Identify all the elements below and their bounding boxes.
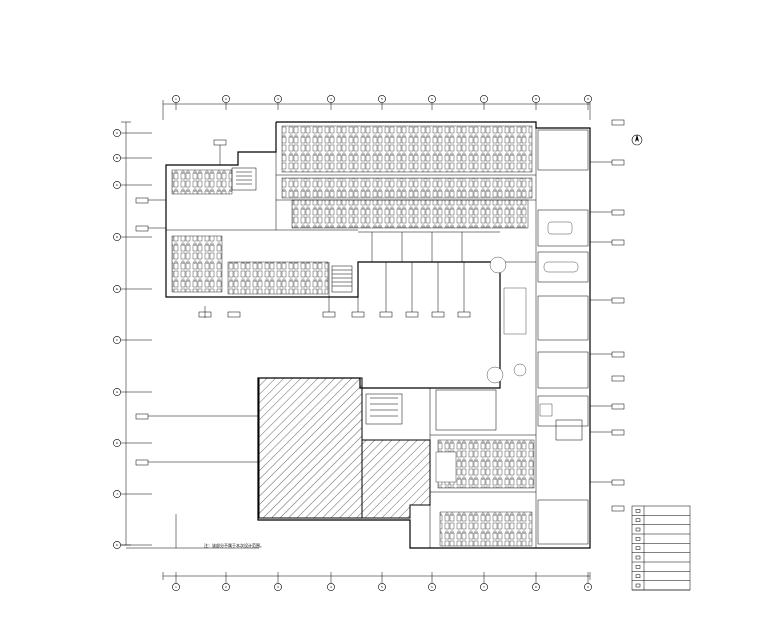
grid-bubble-top: 6 [428,95,436,103]
grid-bubble-bottom-label: 7 [483,585,485,589]
grid-bubble-top-label: 4 [330,97,332,101]
grid-bubble-top-label: 3 [277,97,279,101]
grid-bubble-top-label: 7 [483,97,485,101]
grid-bubble-left: E [113,285,121,293]
meeting-rooms [435,129,589,545]
grid-bubble-left: F [113,336,121,344]
grid-bubble-bottom: 2 [222,583,230,591]
grid-bubble-left: A [113,129,121,137]
corridor-partitions [358,231,500,262]
grid-bubble-bottom: 4 [327,583,335,591]
grid-bubble-top: 1 [172,95,180,103]
grid-bubble-top-label: 9 [587,97,589,101]
legend-symbol [635,509,641,513]
grid-bubble-left-label: C [116,183,119,187]
grid-bubble-left-label: G [116,390,119,394]
grid-axis-bottom: 1 2 3 4 5 6 7 8 9 [172,572,592,591]
north-arrow-icon [631,134,643,146]
legend-symbol [635,565,641,569]
grid-bubble-bottom-label: 8 [535,585,537,589]
grid-bubble-bottom: 3 [274,583,282,591]
dimension-frame [121,100,591,580]
grid-bubble-bottom-label: 4 [330,585,332,589]
grid-bubble-top-label: 5 [381,97,383,101]
legend-symbol [635,574,641,578]
grid-bubble-left: H [113,439,121,447]
grid-bubble-left: G [113,388,121,396]
legend-symbol [635,555,641,560]
grid-bubble-left-label: F [116,338,118,342]
grid-bubble-bottom-label: 9 [587,585,589,589]
grid-bubble-bottom: 7 [480,583,488,591]
grid-bubble-top: 3 [274,95,282,103]
grid-bubble-top-label: 2 [225,97,227,101]
stair-cores [231,167,583,441]
grid-bubble-bottom: 5 [378,583,386,591]
grid-bubble-top: 2 [222,95,230,103]
grid-axis-left: A B C D E F G H J K [113,129,152,549]
grid-bubble-bottom: 9 [584,583,592,591]
scope-note: 注：该部分不属于本次设计范围。 [204,542,264,548]
grid-bubble-bottom-label: 2 [225,585,227,589]
legend-symbol [635,518,641,522]
grid-bubble-left-label: A [116,131,118,135]
room-tags [135,119,625,512]
grid-bubble-bottom-label: 5 [381,585,383,589]
grid-bubble-left-label: J [116,492,118,496]
grid-bubble-top: 5 [378,95,386,103]
legend-table [631,505,691,591]
grid-bubble-top: 8 [532,95,540,103]
grid-bubble-top-label: 1 [175,97,177,101]
grid-bubble-bottom-label: 1 [175,585,177,589]
grid-bubble-top-label: 8 [535,97,537,101]
excluded-area-hatch-lower [361,439,431,519]
grid-bubble-left: K [113,541,121,549]
grid-bubble-bottom: 6 [428,583,436,591]
grid-bubble-left-label: D [116,235,119,239]
grid-bubble-left: B [113,154,121,162]
grid-bubble-top: 7 [480,95,488,103]
grid-bubble-bottom-label: 6 [431,585,433,589]
legend-symbol [635,583,641,588]
grid-bubble-left: C [113,181,121,189]
grid-bubble-top: 9 [584,95,592,103]
grid-bubble-left-label: H [116,441,118,445]
grid-bubble-left-label: K [116,543,118,547]
grid-bubble-bottom: 1 [172,583,180,591]
grid-bubble-left-label: E [116,287,118,291]
grid-bubble-left: D [113,233,121,241]
grid-bubble-bottom: 8 [532,583,540,591]
excluded-area-hatch [258,377,363,519]
grid-bubble-top-label: 6 [431,97,433,101]
grid-axis-top: 1 2 3 4 5 6 7 8 9 [172,95,592,110]
grid-bubble-top: 4 [327,95,335,103]
legend-symbol [635,537,641,541]
grid-bubble-left: J [113,490,121,498]
grid-bubble-bottom-label: 3 [277,585,279,589]
grid-bubble-left-label: B [116,156,118,160]
legend-symbol [635,546,641,550]
legend-symbol [635,527,641,532]
